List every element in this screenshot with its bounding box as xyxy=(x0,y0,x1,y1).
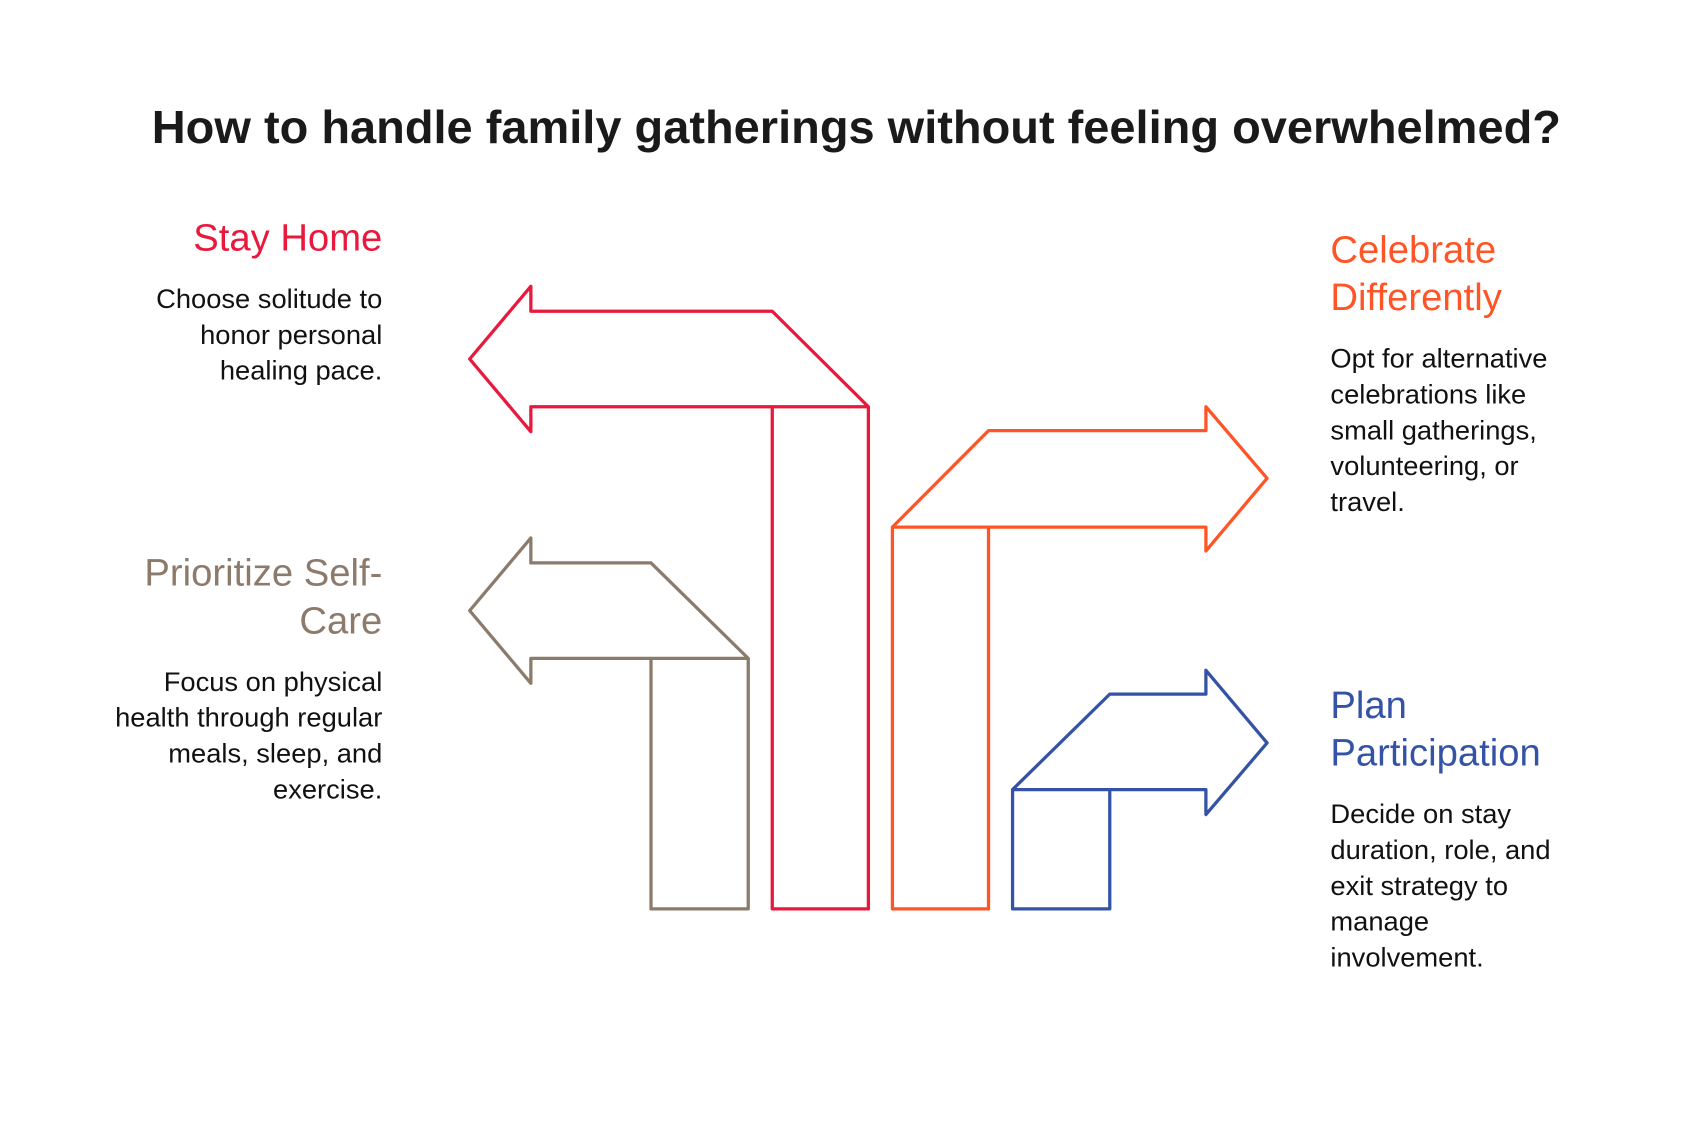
option-heading: Stay Home xyxy=(193,216,383,260)
option-self-care: Prioritize Self-Care Focus on physical h… xyxy=(33,550,383,808)
option-stay-home: Stay Home Choose solitude to honor perso… xyxy=(33,215,383,390)
stay-home-arrow xyxy=(468,284,871,911)
option-description: Decide on stay duration, role, and exit … xyxy=(1330,799,1551,973)
option-celebrate: Celebrate Differently Opt for alternativ… xyxy=(1330,227,1603,521)
option-description: Opt for alternative celebrations like sm… xyxy=(1330,343,1548,518)
diagram-title: How to handle family gatherings without … xyxy=(151,101,1561,155)
celebrate-arrow xyxy=(890,405,1269,911)
option-heading: Prioritize Self-Care xyxy=(144,552,383,643)
plan-arrow xyxy=(1010,668,1269,911)
option-heading: Plan Participation xyxy=(1330,684,1541,775)
option-description: Focus on physical health through regular… xyxy=(115,667,383,805)
option-plan: Plan Participation Decide on stay durati… xyxy=(1330,682,1603,976)
option-description: Choose solitude to honor personal healin… xyxy=(156,284,383,387)
option-heading: Celebrate Differently xyxy=(1330,228,1502,319)
self-care-arrow xyxy=(468,536,750,911)
